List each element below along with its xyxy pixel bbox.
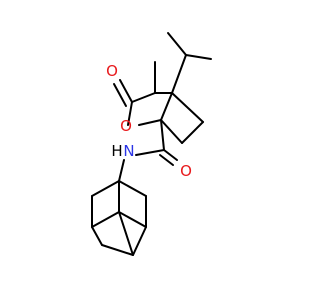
bond [167, 32, 187, 56]
structure-canvas: O O O H N [91, 32, 212, 256]
bond [163, 149, 178, 161]
bond [135, 149, 165, 156]
bond [91, 211, 120, 228]
carbonyl-oxygen-label: O [106, 62, 118, 80]
bond [101, 244, 134, 256]
bond [91, 180, 120, 197]
bond-layer [91, 32, 212, 256]
amide-nitrogen-label: N [123, 142, 134, 160]
bond [91, 226, 103, 246]
bond [118, 211, 147, 228]
bond [118, 159, 125, 182]
molecule-structure: O O O H N [91, 32, 212, 256]
bond [160, 119, 165, 151]
bond [113, 83, 127, 107]
bond [160, 92, 173, 121]
bond [131, 92, 156, 103]
amide-oxygen-label: O [180, 162, 192, 180]
amide-hydrogen-label: H [111, 142, 122, 160]
ring-oxygen-label: O [120, 117, 132, 135]
bond [160, 119, 183, 144]
bond [127, 101, 133, 126]
bond [118, 211, 134, 256]
bond [181, 121, 204, 144]
bond [132, 226, 147, 256]
atom-label-layer: O O O H N [106, 62, 192, 180]
bond [118, 180, 147, 197]
bond [185, 54, 212, 60]
bond [138, 119, 162, 126]
bond [171, 54, 187, 94]
bond [119, 79, 133, 103]
bond [159, 154, 174, 166]
bond [171, 92, 204, 123]
